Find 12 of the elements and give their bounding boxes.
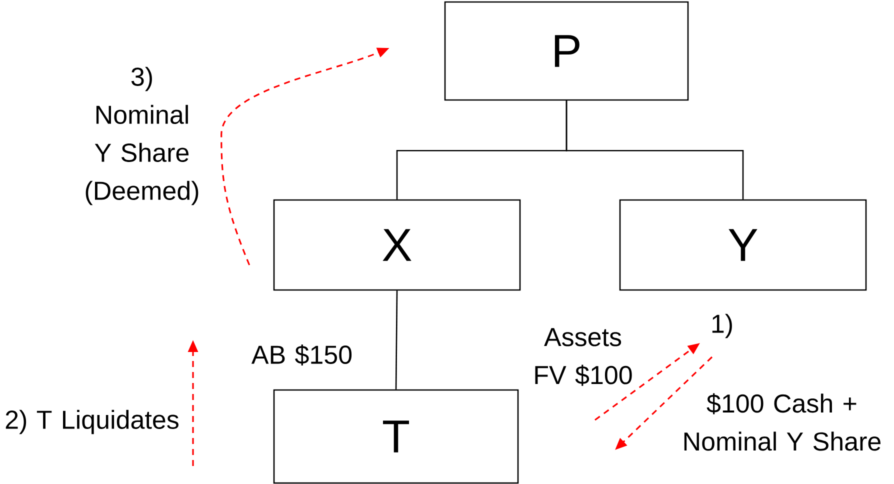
annotation-text: 3) Nominal Y Share (Deemed) — [86, 66, 198, 206]
annotation-text: $100 Cash + Nominal Y Share — [684, 393, 880, 451]
connector-line — [566, 100, 744, 200]
annotation-text: Assets FV $100 — [535, 328, 632, 386]
annotation-text: AB $150 — [251, 344, 352, 366]
entity-box: T — [273, 389, 519, 484]
entity-box: Y — [619, 199, 867, 291]
entity-box: X — [273, 199, 521, 291]
entity-box: P — [444, 1, 689, 101]
connector-line — [395, 290, 398, 390]
annotation-text: 2) T Liquidates — [6, 410, 178, 434]
annotation-text: 1) — [712, 314, 732, 338]
